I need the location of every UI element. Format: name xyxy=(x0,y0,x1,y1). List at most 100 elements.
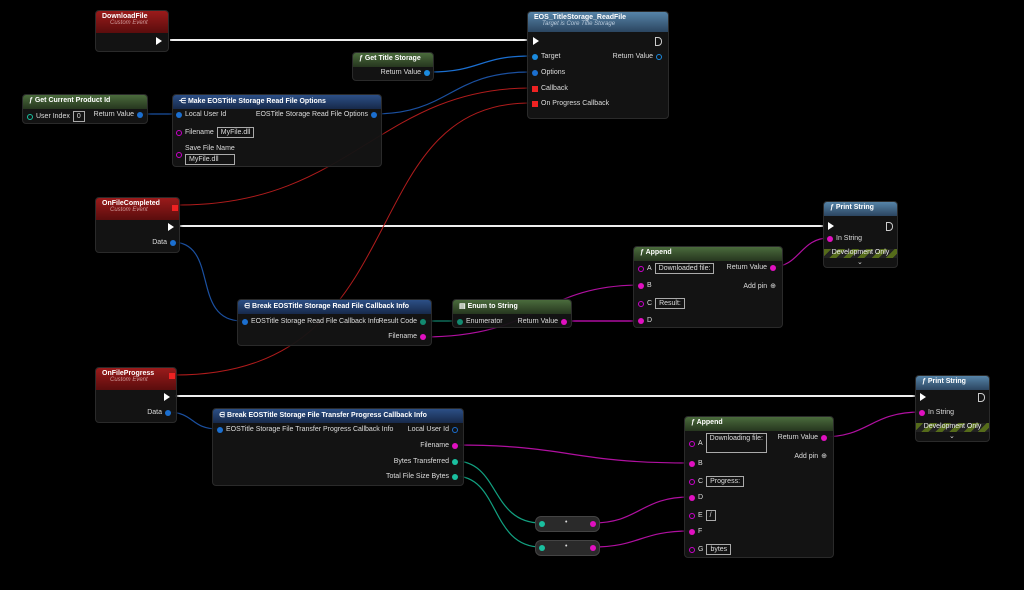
data-pin[interactable]: Data xyxy=(147,409,171,416)
pin-label: Return Value xyxy=(612,53,653,60)
bytes-transferred-pin[interactable]: Bytes Transferred xyxy=(394,458,458,465)
node-header: ƒ Get Current Product Id xyxy=(23,95,147,109)
result-code-pin[interactable]: Result Code xyxy=(378,318,426,325)
exec-in-pin[interactable] xyxy=(920,393,926,401)
node-header: ƒ Append xyxy=(634,247,782,261)
delegate-pin[interactable] xyxy=(169,373,175,379)
callback-info-pin[interactable]: EOSTitle Storage Read File Callback Info xyxy=(242,318,380,325)
pin-d[interactable]: D xyxy=(638,317,652,324)
callback-pin[interactable]: Callback xyxy=(532,85,568,92)
exec-out-pin[interactable] xyxy=(156,37,162,45)
add-pin-button[interactable]: Add pin⊕ xyxy=(743,282,776,291)
delegate-pin[interactable] xyxy=(172,205,178,211)
filename-pin[interactable]: Filename xyxy=(388,333,426,340)
e-input[interactable]: / xyxy=(705,510,716,521)
pin-b[interactable]: B xyxy=(689,460,703,467)
progress-info-pin[interactable]: EOSTitle Storage File Transfer Progress … xyxy=(217,426,393,433)
int-to-string-conversion-2[interactable]: • xyxy=(535,540,600,556)
filename-pin[interactable]: Filename xyxy=(420,442,458,449)
get-title-storage-node[interactable]: ƒ Get Title Storage Return Value xyxy=(352,52,434,81)
node-title: EOS_TitleStorage_ReadFile xyxy=(534,14,627,21)
local-user-id-pin[interactable]: Local User Id xyxy=(176,111,226,118)
target-pin[interactable]: Target xyxy=(532,53,560,60)
pin-label: EOSTitle Storage File Transfer Progress … xyxy=(226,426,394,433)
return-value-pin[interactable]: Return Value xyxy=(727,264,776,271)
progress-callback-pin[interactable]: On Progress Callback xyxy=(532,100,609,107)
node-header: ▤ Enum to String xyxy=(453,300,571,314)
break-read-file-callback-node[interactable]: ⋳ Break EOSTitle Storage Read File Callb… xyxy=(237,299,432,346)
return-value-pin[interactable]: Return Value xyxy=(94,111,143,118)
return-value-pin[interactable]: Return Value xyxy=(613,53,662,60)
enumerator-pin[interactable]: Enumerator xyxy=(457,318,503,325)
in-string-pin[interactable]: In String xyxy=(827,235,862,242)
c-input[interactable]: Result: xyxy=(655,298,685,309)
add-pin-button[interactable]: Add pin⊕ xyxy=(794,452,827,461)
exec-out-pin[interactable] xyxy=(655,37,662,46)
options-pin[interactable]: Options xyxy=(532,69,565,76)
data-pin[interactable]: Data xyxy=(152,239,176,246)
node-title: DownloadFile xyxy=(102,13,148,20)
user-index-input[interactable]: 0 xyxy=(72,111,85,122)
pin-label: Filename xyxy=(185,129,214,136)
exec-out-pin[interactable] xyxy=(886,222,893,231)
pin-label: Data xyxy=(152,239,167,246)
pin-e[interactable]: E/ xyxy=(689,510,716,521)
filename-input[interactable]: MyFile.dll xyxy=(216,127,255,138)
node-title: Append xyxy=(645,249,672,256)
in-string-pin[interactable]: In String xyxy=(919,409,954,416)
exec-out-pin[interactable] xyxy=(978,393,985,402)
return-value-pin[interactable]: Return Value xyxy=(381,69,430,76)
pin-f[interactable]: F xyxy=(689,528,702,535)
exec-in-pin[interactable] xyxy=(828,222,834,230)
total-file-size-pin[interactable]: Total File Size Bytes xyxy=(386,473,458,480)
exec-in-pin[interactable] xyxy=(533,37,539,45)
print-string-node-2[interactable]: ƒ Print String In String Development Onl… xyxy=(915,375,990,442)
pin-label: Return Value xyxy=(726,264,767,271)
node-header: ⋳ Break EOSTitle Storage File Transfer P… xyxy=(213,409,463,423)
enum-to-string-node[interactable]: ▤ Enum to String Enumerator Return Value xyxy=(452,299,572,328)
node-title: Append xyxy=(696,419,723,426)
exec-icon xyxy=(533,37,539,45)
options-output-pin[interactable]: EOSTitle Storage Read File Options xyxy=(256,111,377,118)
a-input[interactable]: Downloading file: xyxy=(705,433,767,453)
make-read-file-options-node[interactable]: ⋲ Make EOSTitle Storage Read File Option… xyxy=(172,94,382,167)
exec-out-pin[interactable] xyxy=(164,393,170,401)
local-user-id-pin[interactable]: Local User Id xyxy=(408,426,458,433)
add-icon: ⊕ xyxy=(821,453,827,460)
g-input[interactable]: bytes xyxy=(706,544,732,555)
break-progress-callback-node[interactable]: ⋳ Break EOSTitle Storage File Transfer P… xyxy=(212,408,464,486)
chevron-down-icon[interactable]: ⌄ xyxy=(857,259,863,266)
int-to-string-conversion-1[interactable]: • xyxy=(535,516,600,532)
return-value-pin[interactable]: Return Value xyxy=(518,318,567,325)
print-string-node-1[interactable]: ƒ Print String In String Development Onl… xyxy=(823,201,898,268)
a-input[interactable]: Downloaded file: xyxy=(654,263,715,274)
pin-label: Options xyxy=(541,69,566,76)
save-file-name-input[interactable]: MyFile.dll xyxy=(185,154,235,165)
node-header: ƒ Print String xyxy=(824,202,897,216)
pin-b[interactable]: B xyxy=(638,282,652,289)
c-input[interactable]: Progress: xyxy=(706,476,745,487)
chevron-down-icon[interactable]: ⌄ xyxy=(949,433,955,440)
node-header: ƒ Get Title Storage xyxy=(353,53,433,67)
return-value-pin[interactable]: Return Value xyxy=(778,434,827,441)
exec-out-pin[interactable] xyxy=(168,223,174,231)
pin-label: Local User Id xyxy=(407,426,449,433)
pin-d[interactable]: D xyxy=(689,494,703,501)
